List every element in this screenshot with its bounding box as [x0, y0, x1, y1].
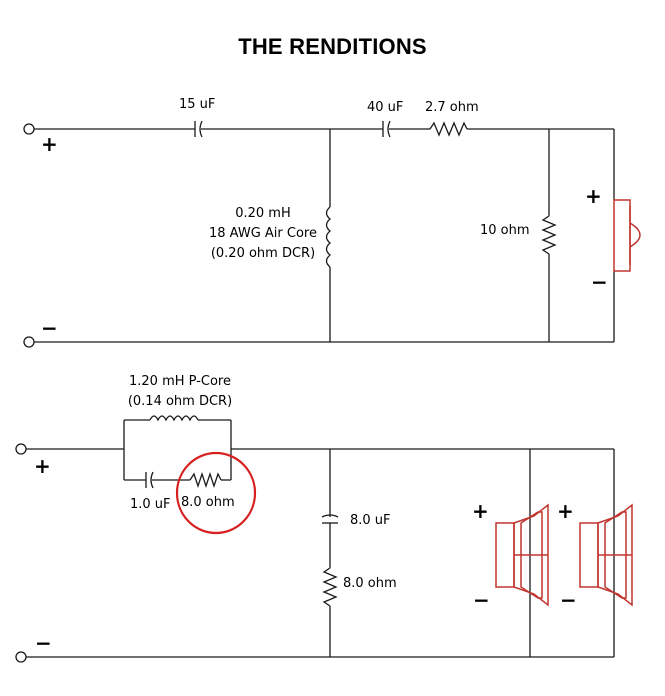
label-res-2-7-ohm: 2.7 ohm — [425, 100, 479, 115]
upper-input-terminal-plus — [23, 123, 35, 135]
highlight-circle — [175, 451, 257, 535]
inductor-0-20mh-symbol — [325, 206, 331, 268]
label-inductor-1-20mh-line2: (0.14 ohm DCR) — [127, 394, 233, 409]
tweeter-speaker-icon — [613, 199, 641, 272]
label-inductor-line1: 0.20 mH — [235, 206, 291, 221]
label-res-8-0-ohm-series: 8.0 ohm — [181, 495, 235, 510]
upper-input-minus-sign: − — [41, 316, 58, 340]
label-cap-15uf: 15 uF — [179, 97, 216, 112]
woofer2-minus-sign: − — [560, 588, 577, 612]
tweeter-minus-sign: − — [591, 270, 608, 294]
label-res-10-ohm: 10 ohm — [480, 223, 530, 238]
diagram-title: THE RENDITIONS — [238, 34, 427, 59]
label-res-8-0-ohm-shunt: 8.0 ohm — [343, 576, 397, 591]
lower-input-terminal-minus — [15, 651, 27, 663]
cap-1-0uf-symbol — [145, 471, 154, 489]
label-cap-8-0uf: 8.0 uF — [350, 513, 391, 528]
lower-input-plus-sign: + — [34, 454, 51, 478]
inductor-1-20mh-symbol — [149, 415, 199, 422]
resistor-8-0-ohm-series-symbol — [189, 471, 222, 489]
woofer-speaker-2-icon — [579, 503, 633, 607]
label-inductor-line3: (0.20 ohm DCR) — [210, 246, 316, 261]
lower-input-minus-sign: − — [35, 631, 52, 655]
upper-input-terminal-minus — [23, 336, 35, 348]
label-cap-40uf: 40 uF — [367, 100, 404, 115]
upper-input-plus-sign: + — [41, 132, 58, 156]
label-inductor-line2: 18 AWG Air Core — [209, 226, 317, 241]
lower-input-terminal-plus — [15, 443, 27, 455]
resistor-10-ohm-symbol — [541, 215, 557, 255]
resistor-2-7-ohm-symbol — [429, 121, 468, 137]
upper-circuit — [23, 120, 615, 348]
tweeter-plus-sign: + — [585, 184, 602, 208]
label-inductor-1-20mh-line1: 1.20 mH P-Core — [129, 374, 231, 389]
cap-15uf-symbol — [194, 120, 203, 138]
woofer1-minus-sign: − — [473, 588, 490, 612]
woofer-speaker-1-icon — [495, 503, 549, 607]
woofer2-plus-sign: + — [557, 499, 574, 523]
lower-circuit — [15, 415, 615, 663]
woofer1-plus-sign: + — [472, 499, 489, 523]
resistor-8-0-ohm-shunt-symbol — [322, 567, 338, 607]
label-cap-1-0uf: 1.0 uF — [130, 497, 171, 512]
cap-40uf-symbol — [382, 120, 391, 138]
